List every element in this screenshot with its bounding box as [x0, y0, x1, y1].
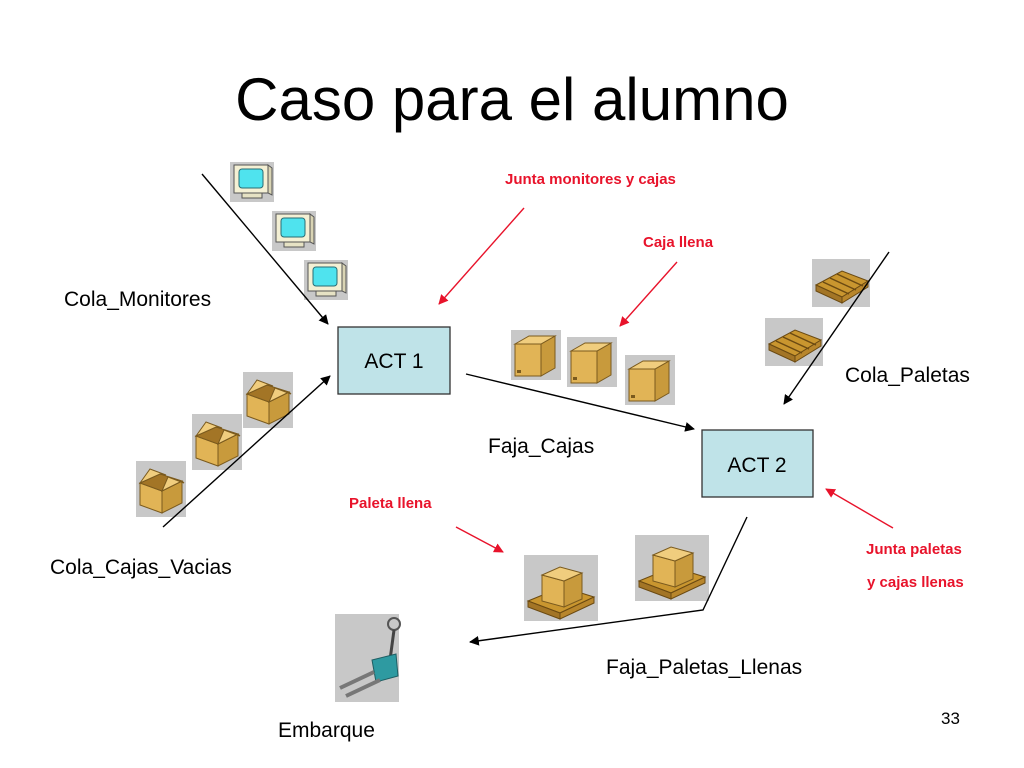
annotation-junta-paletas-line2: y cajas llenas	[867, 574, 964, 591]
annotation-caja-llena: Caja llena	[643, 234, 714, 251]
closed-box-icon	[510, 329, 562, 381]
empty-box-icon	[242, 371, 294, 429]
label-cola-paletas: Cola_Paletas	[845, 364, 970, 387]
flow-monitores-to-act1	[201, 173, 329, 325]
monitor-icon	[229, 161, 275, 203]
box-on-pallet-icon	[634, 534, 710, 602]
closed-box-icon	[624, 354, 676, 406]
pallet-jack-icon	[335, 614, 401, 702]
flow-paletas-to-act2	[783, 251, 890, 405]
flow-act2-to-embarque	[469, 516, 748, 646]
pallet-icon	[811, 258, 871, 308]
annotation-junta-monitores: Junta monitores y cajas	[505, 171, 676, 188]
arrow-caja-llena	[619, 261, 678, 327]
slide-title: Caso para el alumno	[235, 66, 789, 133]
annotation-junta-paletas-line1: Junta paletas	[866, 541, 962, 558]
arrow-junta-monitores	[438, 207, 525, 305]
label-cola-monitores: Cola_Monitores	[64, 288, 211, 311]
flow-cajas-to-act1	[162, 375, 331, 528]
label-embarque: Embarque	[278, 719, 375, 742]
empty-box-icon	[135, 460, 187, 518]
node-act2-label: ACT 2	[727, 454, 786, 477]
label-cola-cajas-vacias: Cola_Cajas_Vacias	[50, 556, 232, 579]
closed-box-icon	[566, 336, 618, 388]
pallet-icon	[764, 317, 824, 367]
box-on-pallet-icon	[523, 554, 599, 622]
flow-act1-to-act2	[465, 373, 695, 432]
annotation-paleta-llena: Paleta llena	[349, 495, 432, 512]
arrow-junta-paletas	[825, 488, 894, 529]
node-act1: ACT 1	[337, 326, 451, 395]
node-act2: ACT 2	[701, 429, 814, 498]
label-faja-cajas: Faja_Cajas	[488, 435, 594, 458]
label-faja-paletas-llenas: Faja_Paletas_Llenas	[606, 656, 802, 679]
monitor-icon	[271, 210, 317, 252]
monitor-icon	[303, 259, 349, 301]
arrow-paleta-llena	[455, 526, 504, 553]
page-number: 33	[941, 709, 960, 728]
node-act1-label: ACT 1	[364, 350, 423, 373]
